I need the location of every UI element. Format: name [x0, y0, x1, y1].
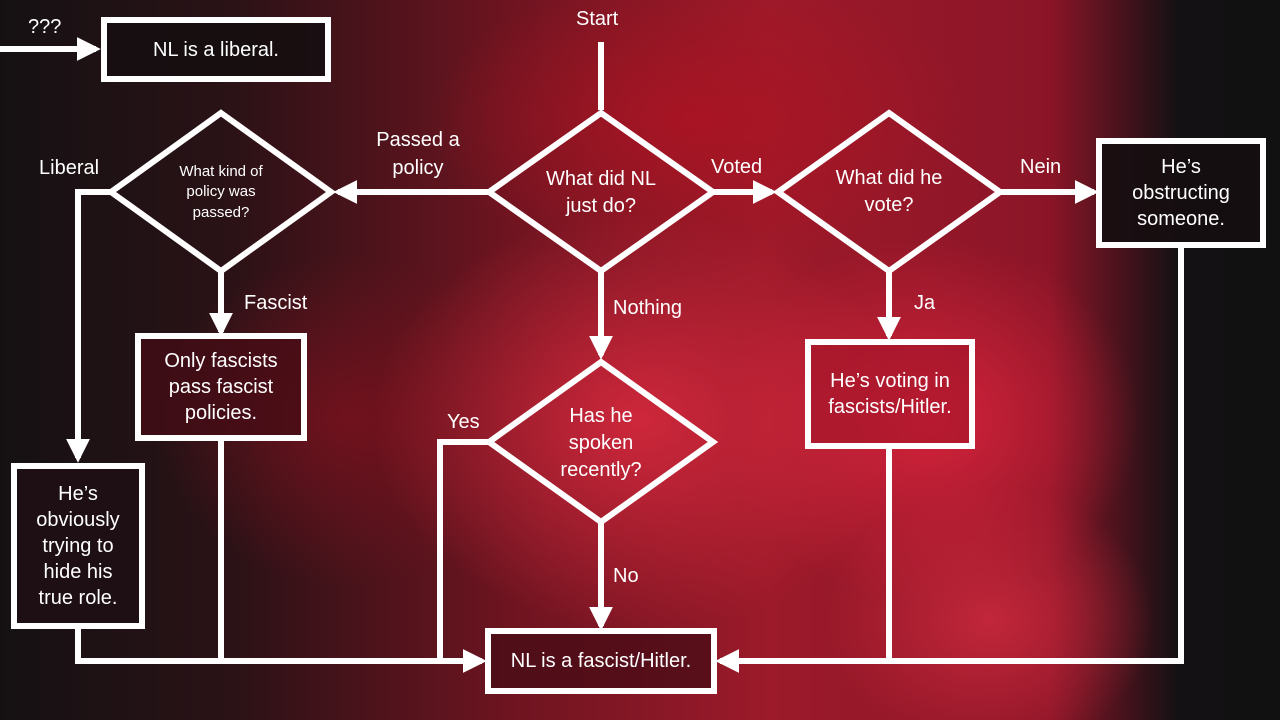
edge-label-nothing: Nothing — [613, 297, 682, 319]
edge-label-voted: Voted — [711, 156, 763, 178]
edge-label-passed-policy: Passed a policy — [376, 129, 460, 179]
edge-label-ja: Ja — [914, 292, 936, 314]
node-spoken-recently: Has he spoken recently? — [560, 404, 642, 481]
node-what-did-nl-do: What did NL just do? — [545, 168, 657, 217]
edge-label-yes: Yes — [447, 411, 480, 433]
node-hiding-role: He’s obviously trying to hide his true r… — [11, 463, 145, 629]
edge-label-liberal: Liberal — [39, 157, 100, 179]
start-label: Start — [576, 8, 619, 30]
node-voting-in: He’s voting in fascists/Hitler. — [805, 339, 975, 449]
node-nl-is-liberal: NL is a liberal. — [101, 17, 331, 82]
node-only-fascists: Only fascists pass fascist policies. — [135, 333, 307, 441]
node-vote: What did he vote? — [835, 167, 943, 216]
node-nl-is-fascist: NL is a fascist/Hitler. — [485, 628, 717, 694]
edge-label-fascist: Fascist — [244, 292, 308, 314]
node-policy-kind: What kind of policy was passed? — [179, 163, 263, 221]
edge-label-no: No — [613, 565, 639, 587]
edge-label-nein: Nein — [1020, 156, 1062, 178]
unknown-entry-label: ??? — [28, 16, 62, 38]
node-obstructing: He’s obstructing someone. — [1096, 138, 1266, 248]
